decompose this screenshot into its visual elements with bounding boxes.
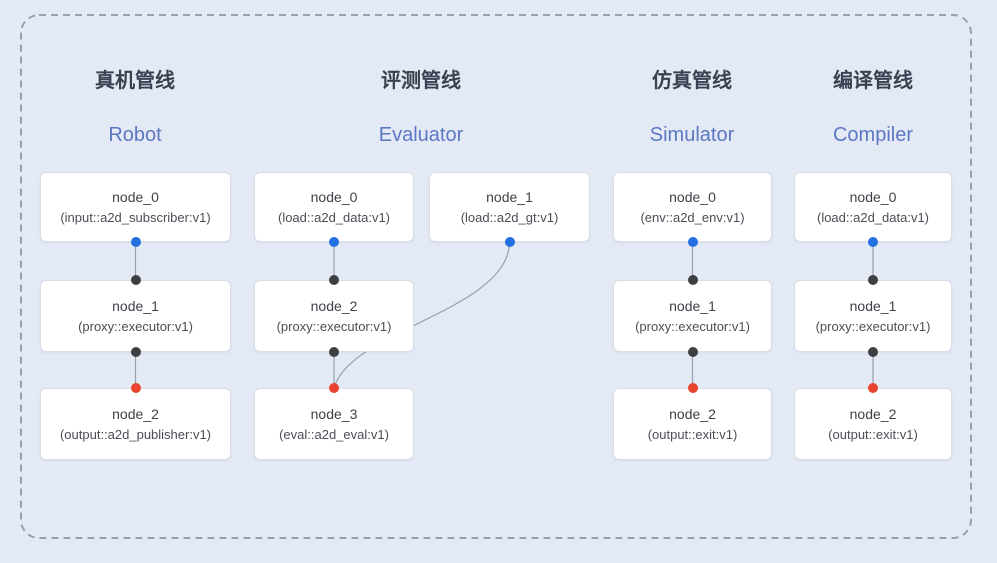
node-name: node_0 (669, 188, 716, 205)
output-port-dot-blue (868, 237, 878, 247)
pipeline-subtitle-compiler-en: Compiler (832, 124, 914, 146)
node-simulator-node_0[interactable]: node_0 (env::a2d_env:v1) (613, 172, 772, 242)
node-evaluator-node_2[interactable]: node_2 (proxy::executor:v1) (254, 280, 414, 352)
node-name: node_3 (310, 405, 358, 422)
node-type: (load::a2d_data:v1) (816, 209, 930, 225)
pipeline-title-robot-zh: 真机管线 (95, 70, 175, 92)
node-name: node_1 (849, 297, 897, 314)
node-type: (proxy::executor:v1) (635, 318, 750, 334)
node-robot-node_2[interactable]: node_2 (output::a2d_publisher:v1) (40, 388, 231, 460)
output-port-dot-blue (504, 237, 515, 247)
output-port-dot-dark (868, 347, 878, 357)
node-name: node_2 (112, 405, 159, 422)
pipeline-title-compiler-zh: 编译管线 (833, 70, 913, 92)
node-name: node_1 (112, 297, 159, 314)
output-port-dot-blue (329, 237, 339, 247)
node-simulator-node_1[interactable]: node_1 (proxy::executor:v1) (613, 280, 772, 352)
pipeline-subtitle-evaluator-en: Evaluator (378, 124, 464, 146)
node-type: (proxy::executor:v1) (276, 318, 392, 334)
node-type: (eval::a2d_eval:v1) (279, 426, 389, 442)
node-type: (proxy::executor:v1) (78, 318, 193, 334)
output-port-dot-dark (130, 347, 141, 357)
input-port-dot-dark (868, 275, 878, 285)
node-evaluator-node_0[interactable]: node_0 (load::a2d_data:v1) (254, 172, 414, 242)
pipeline-title-simulator-zh: 仿真管线 (652, 70, 732, 92)
node-name: node_0 (849, 188, 897, 205)
node-name: node_1 (669, 297, 716, 314)
edge-evaluator-1-3-curve (333, 241, 511, 389)
pipeline-subtitle-robot-en: Robot (108, 124, 162, 146)
node-type: (input::a2d_subscriber:v1) (60, 209, 211, 225)
pipeline-subtitle-simulator-en: Simulator (649, 124, 735, 146)
node-type: (output::a2d_publisher:v1) (59, 426, 212, 442)
output-port-dot-dark (329, 347, 339, 357)
node-type: (load::a2d_gt:v1) (460, 209, 559, 225)
input-port-dot-red (868, 383, 878, 393)
output-port-dot-blue (130, 237, 141, 247)
node-type: (output::exit:v1) (647, 426, 738, 442)
node-name: node_2 (310, 297, 358, 314)
node-evaluator-node_3[interactable]: node_3 (eval::a2d_eval:v1) (254, 388, 414, 460)
node-name: node_2 (849, 405, 897, 422)
node-type: (env::a2d_env:v1) (640, 209, 745, 225)
output-port-dot-blue (687, 237, 698, 247)
node-type: (output::exit:v1) (828, 426, 918, 442)
input-port-dot-red (329, 383, 339, 393)
node-compiler-node_1[interactable]: node_1 (proxy::executor:v1) (794, 280, 952, 352)
input-port-dot-red (130, 383, 141, 393)
input-port-dot-dark (687, 275, 698, 285)
node-compiler-node_0[interactable]: node_0 (load::a2d_data:v1) (794, 172, 952, 242)
input-port-dot-dark (329, 275, 339, 285)
input-port-dot-dark (130, 275, 141, 285)
node-robot-node_1[interactable]: node_1 (proxy::executor:v1) (40, 280, 231, 352)
input-port-dot-red (687, 383, 698, 393)
node-type: (proxy::executor:v1) (815, 318, 931, 334)
node-compiler-node_2[interactable]: node_2 (output::exit:v1) (794, 388, 952, 460)
node-robot-node_0[interactable]: node_0 (input::a2d_subscriber:v1) (40, 172, 231, 242)
node-name: node_1 (486, 188, 533, 205)
node-name: node_0 (112, 188, 159, 205)
node-name: node_2 (669, 405, 716, 422)
node-simulator-node_2[interactable]: node_2 (output::exit:v1) (613, 388, 772, 460)
output-port-dot-dark (687, 347, 698, 357)
pipeline-title-evaluator-zh: 评测管线 (381, 70, 461, 92)
node-name: node_0 (310, 188, 358, 205)
dashed-frame (20, 14, 972, 539)
node-type: (load::a2d_data:v1) (277, 209, 391, 225)
node-evaluator-node_1[interactable]: node_1 (load::a2d_gt:v1) (429, 172, 590, 242)
